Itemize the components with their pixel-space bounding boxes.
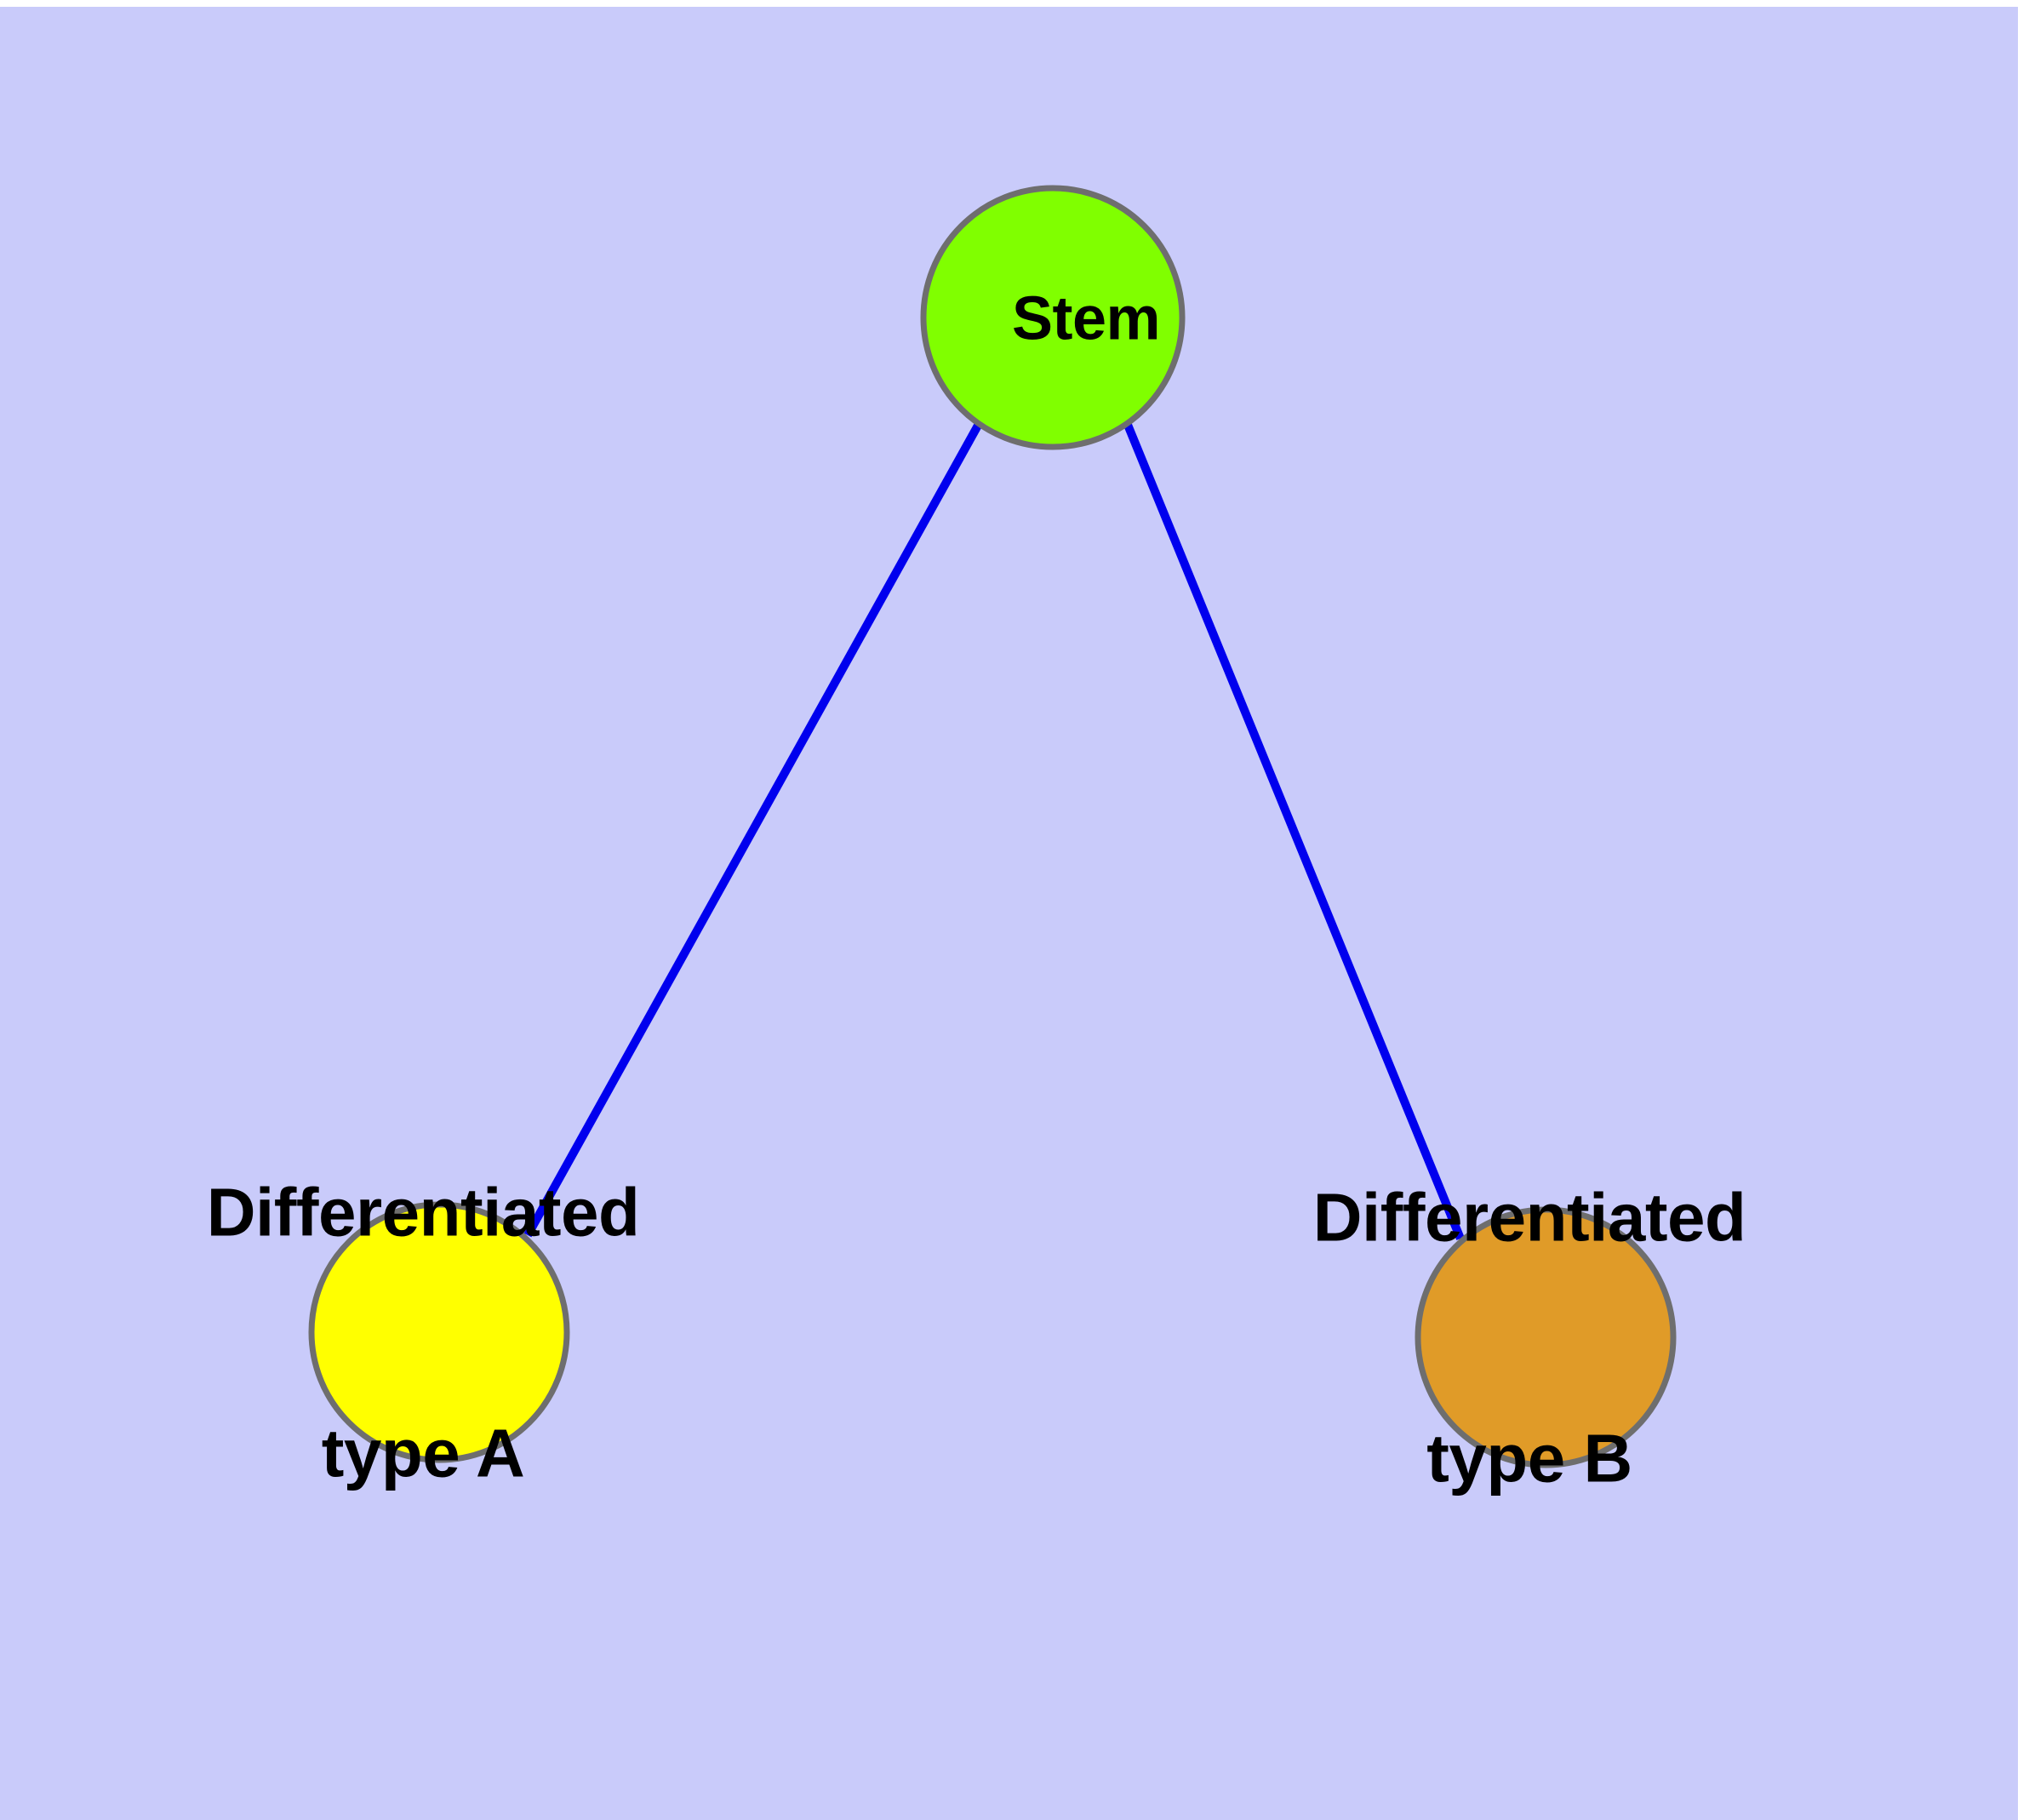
node-differentiated-type-b[interactable] [1415, 1206, 1677, 1468]
node-stem[interactable] [920, 185, 1186, 450]
node-differentiated-type-a[interactable] [308, 1201, 570, 1463]
edge-stem-to-differentiated-type-b [1123, 423, 1465, 1240]
edge-stem-to-differentiated-type-a [523, 421, 983, 1238]
